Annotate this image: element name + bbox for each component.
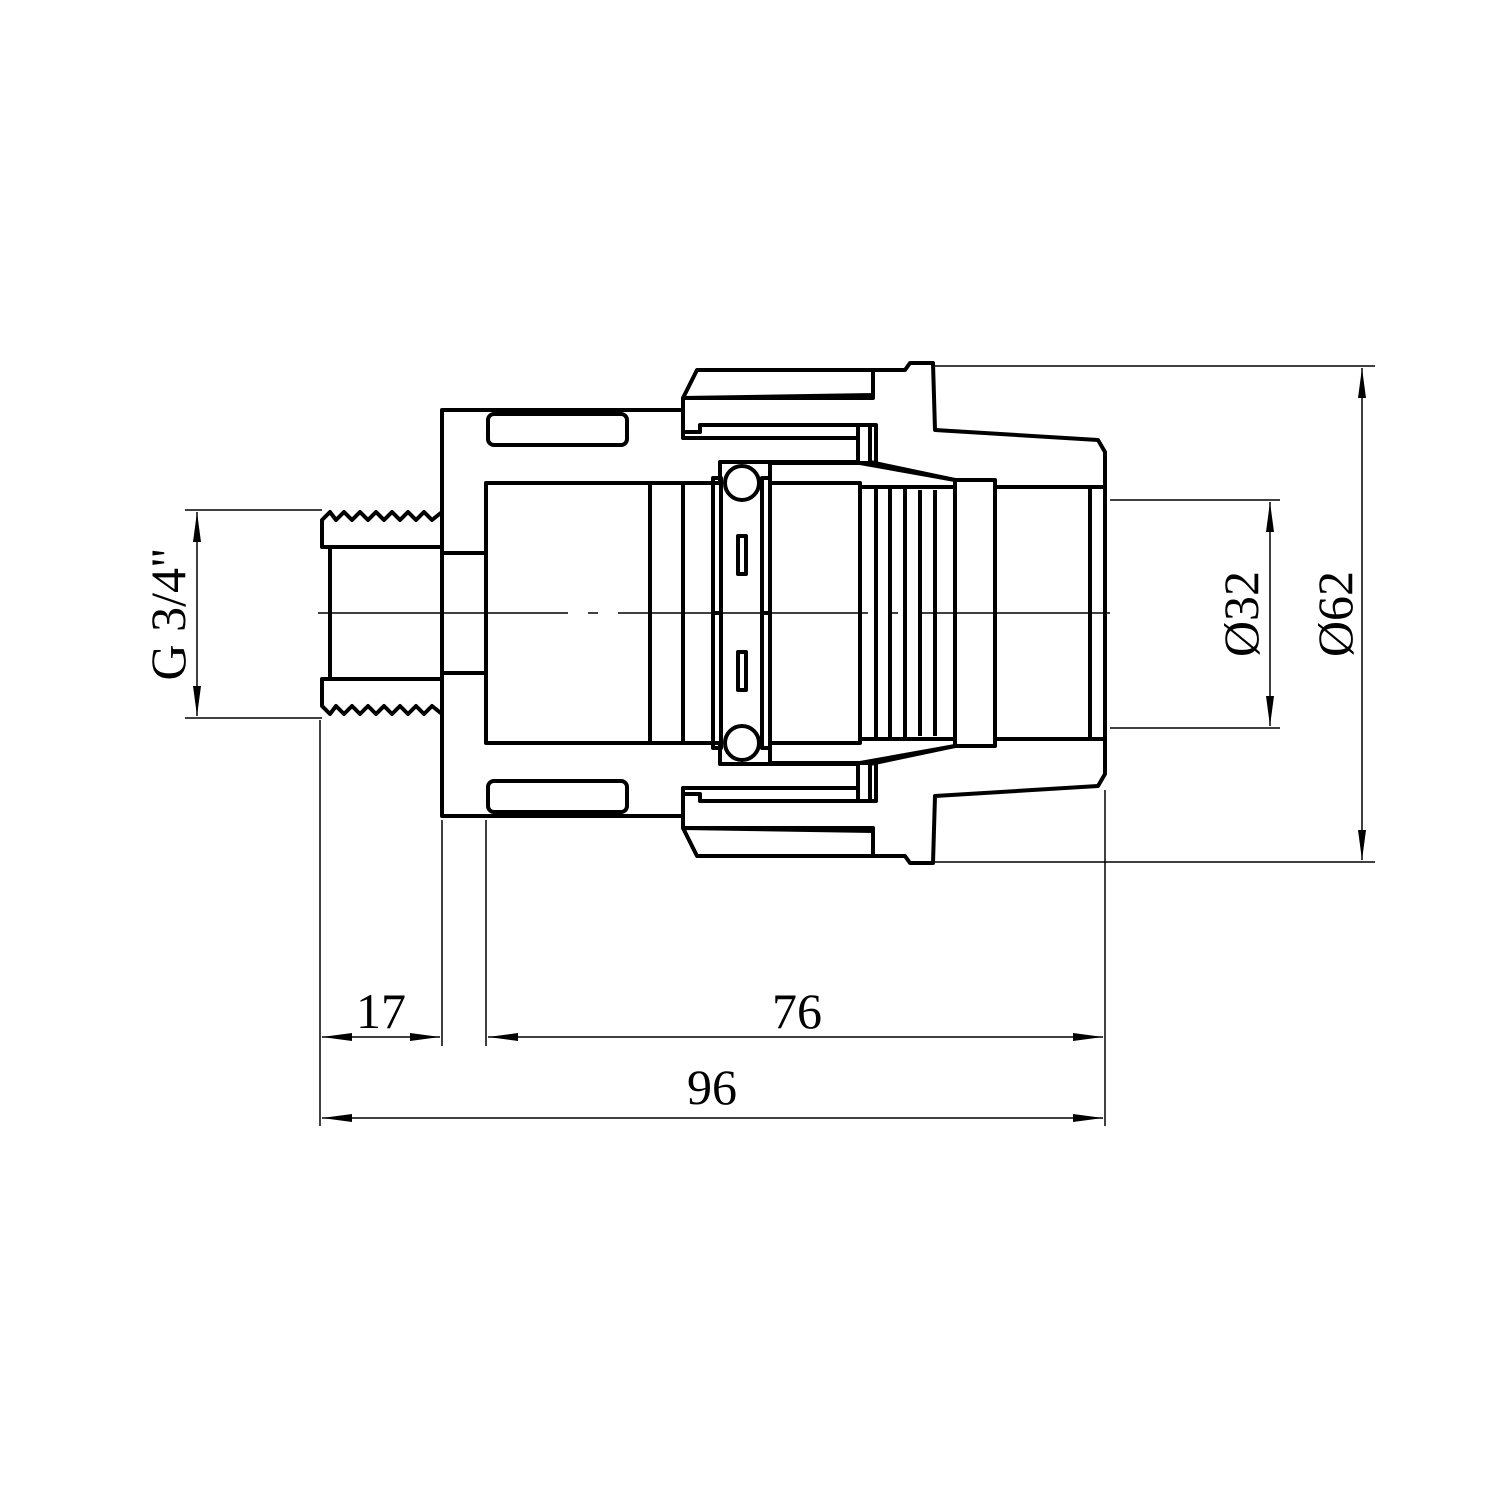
outer-diameter-label: Ø62 [1307,571,1363,657]
fitting-bottom-half [320,611,1107,865]
thread-length-label: 17 [356,983,406,1039]
total-length-label: 96 [687,1059,737,1115]
body-length-label: 76 [772,983,822,1039]
inner-diameter-label: Ø32 [1213,571,1269,657]
dimension-lines [193,368,1366,1122]
thread-size-label: G 3/4" [140,548,196,681]
extension-lines [185,365,1375,1126]
fitting-top-half [320,361,1107,615]
